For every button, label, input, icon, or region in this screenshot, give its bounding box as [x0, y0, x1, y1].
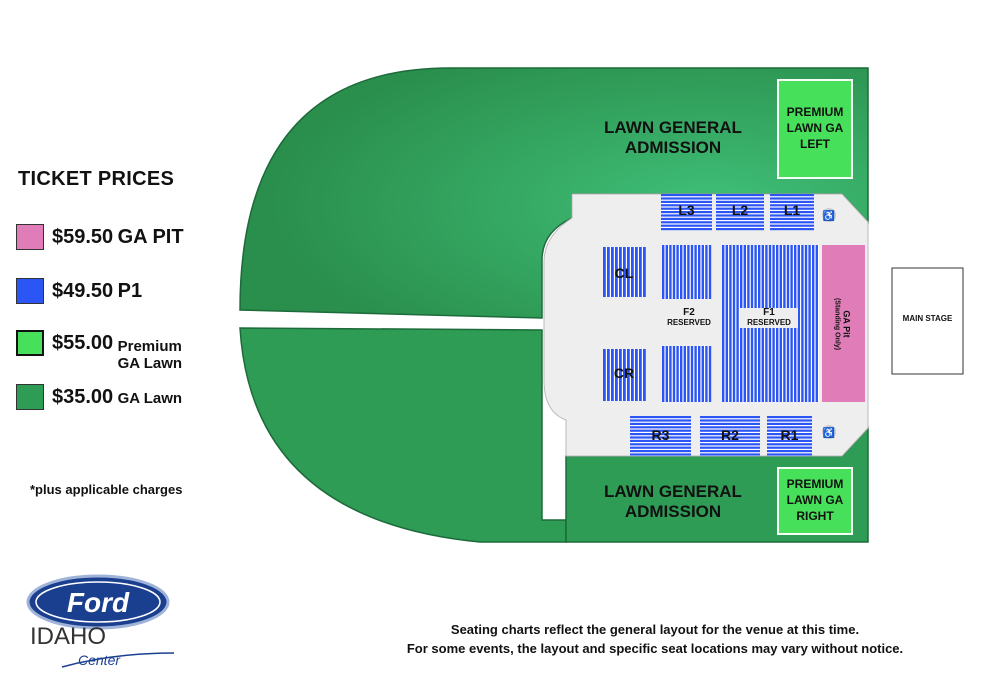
svg-text:Center: Center: [78, 652, 121, 668]
lawn-top-label: LAWN GENERAL ADMISSION: [578, 118, 768, 158]
section-f1[interactable]: F1 RESERVED: [740, 308, 798, 328]
premium-lawn-left[interactable]: [777, 79, 853, 179]
section-r3[interactable]: R3: [651, 427, 670, 443]
premium-left-label: PREMIUM LAWN GA LEFT: [778, 104, 852, 152]
legend-price-label: GA PIT: [117, 226, 184, 248]
ga-pit[interactable]: [822, 245, 865, 402]
legend-price-ga-lawn: $35.00 GA Lawn: [52, 386, 182, 409]
section-f2-name: F2: [683, 307, 695, 318]
seat-block-cl[interactable]: [603, 247, 646, 297]
section-f2-sub: RESERVED: [667, 318, 711, 327]
accessible-seating-icon: ♿: [822, 425, 836, 439]
legend-price-p1: $49.50 P1: [52, 280, 142, 303]
lawn-bottom-label-line2: ADMISSION: [624, 502, 722, 521]
svg-text:IDAHO: IDAHO: [30, 623, 106, 650]
seat-block-l2[interactable]: [716, 194, 764, 231]
seat-block-cr[interactable]: [603, 349, 646, 401]
section-cl[interactable]: CL: [614, 265, 634, 281]
section-f1-sub: RESERVED: [747, 318, 791, 327]
lawn-bottom-label: LAWN GENERAL ADMISSION: [578, 482, 768, 522]
seat-block-r2[interactable]: [700, 416, 760, 456]
legend-price-premium-lawn: $55.00 Premium GA Lawn: [52, 332, 182, 372]
legend-swatch-ga-pit: [16, 224, 44, 250]
main-stage[interactable]: [891, 267, 964, 375]
legend-price-label: P1: [117, 280, 143, 302]
legend-price-value: $55.00: [52, 332, 114, 354]
ga-pit-sub: (Standing Only): [833, 297, 841, 351]
main-stage-label: MAIN STAGE: [902, 314, 953, 323]
legend-price-value: $49.50: [52, 280, 114, 302]
disclaimer: Seating charts reflect the general layou…: [340, 620, 970, 658]
section-f1-name: F1: [763, 307, 775, 318]
accessible-seating-icon: ♿: [822, 208, 836, 222]
svg-text:♿: ♿: [823, 209, 835, 222]
lawn-top[interactable]: [239, 67, 869, 319]
lawn-bottom[interactable]: [239, 327, 567, 543]
legend-swatch-p1: [16, 278, 44, 304]
premium-lawn-right[interactable]: [777, 467, 853, 535]
seat-block-l1[interactable]: [770, 194, 814, 231]
legend-swatch-premium-lawn: [16, 330, 44, 356]
premium-right-label: PREMIUM LAWN GA RIGHT: [778, 476, 852, 524]
section-l1[interactable]: L1: [783, 202, 801, 218]
premium-right-line3: RIGHT: [796, 509, 834, 523]
legend-price-value: $35.00: [52, 386, 114, 408]
lawn-top-label-line2: ADMISSION: [624, 138, 722, 157]
premium-right-line1: PREMIUM: [786, 477, 844, 491]
seat-block-r1[interactable]: [767, 416, 812, 456]
ga-pit-label: GA Pit (Standing Only): [833, 246, 852, 403]
legend-price-label: GA Lawn: [117, 390, 183, 407]
seat-block-f2-top[interactable]: [662, 245, 712, 299]
premium-left-line1: PREMIUM: [786, 105, 844, 119]
legend-swatch-ga-lawn: [16, 384, 44, 410]
ga-pit-name: GA Pit: [841, 310, 852, 338]
seat-block-l3[interactable]: [661, 194, 712, 231]
lawn-top-label-line1: LAWN GENERAL: [604, 118, 742, 137]
premium-right-line2: LAWN GA: [786, 493, 844, 507]
section-l3[interactable]: L3: [678, 202, 695, 218]
legend-price-label-line1: Premium: [117, 338, 182, 355]
seat-block-r3[interactable]: [630, 416, 691, 456]
section-l2[interactable]: L2: [731, 202, 749, 218]
disclaimer-line2: For some events, the layout and specific…: [406, 641, 904, 656]
section-cr[interactable]: CR: [613, 365, 635, 381]
seat-block-f2-bottom[interactable]: [662, 346, 712, 402]
legend-price-ga-pit: $59.50 GA PIT: [52, 226, 184, 249]
legend-price-value: $59.50: [52, 226, 114, 248]
legend-price-label-line2: GA Lawn: [117, 355, 183, 372]
disclaimer-line1: Seating charts reflect the general layou…: [450, 622, 860, 637]
section-r1[interactable]: R1: [780, 427, 799, 443]
svg-text:Ford: Ford: [67, 587, 130, 618]
section-r2[interactable]: R2: [721, 427, 739, 443]
legend-title: TICKET PRICES: [18, 168, 175, 190]
ford-idaho-center-logo: Ford IDAHO Center: [26, 574, 175, 668]
lawn-bottom-label-line1: LAWN GENERAL: [604, 482, 742, 501]
svg-text:♿: ♿: [823, 426, 835, 439]
charges-note: *plus applicable charges: [30, 482, 183, 497]
premium-left-line3: LEFT: [800, 137, 830, 151]
premium-left-line2: LAWN GA: [786, 121, 844, 135]
section-f2[interactable]: F2 RESERVED: [660, 308, 718, 328]
